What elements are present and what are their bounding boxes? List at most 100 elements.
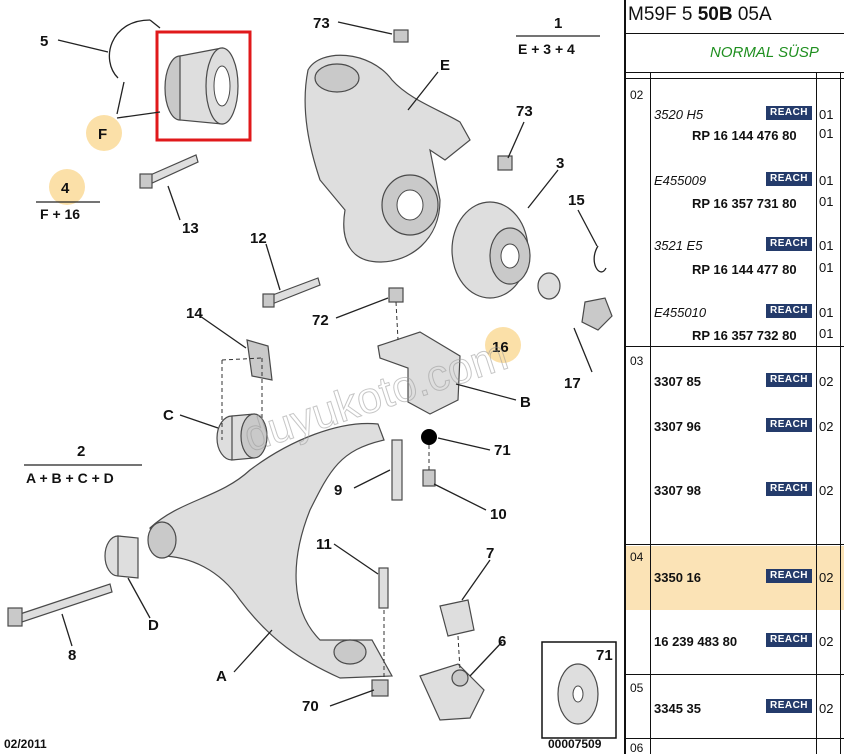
quantity: 01: [819, 260, 834, 275]
quantity: 01: [819, 194, 834, 209]
part-number[interactable]: 3345 35: [654, 701, 701, 716]
reference: 3520 H5: [654, 107, 704, 122]
callout-7: 7: [486, 545, 494, 562]
split-pin-15: [593, 245, 607, 273]
mounting-bracket: [377, 331, 461, 415]
callout-17: 17: [564, 375, 581, 392]
reach-badge[interactable]: REACH: [766, 304, 812, 318]
lower-control-arm: [149, 422, 393, 679]
reference: E455009: [654, 173, 707, 188]
callout-e: E: [440, 57, 450, 74]
screw-11: [378, 567, 389, 609]
group-number: 05: [630, 681, 644, 695]
nut-17: [581, 297, 613, 331]
group-2-formula: A + B + C + D: [26, 470, 114, 486]
nut-10: [422, 469, 436, 487]
reach-badge[interactable]: REACH: [766, 373, 812, 387]
ball-joint-6: [419, 663, 485, 721]
bearing-highlight-box: [155, 30, 252, 142]
quantity: 02: [819, 570, 834, 585]
quantity: 02: [819, 701, 834, 716]
nut-73-right: [497, 155, 513, 171]
reach-badge[interactable]: REACH: [766, 633, 812, 647]
inset-label: 71: [596, 647, 613, 664]
callout-16-highlight: [485, 327, 521, 363]
panel-subtitle: NORMAL SÜSP: [710, 44, 819, 61]
callout-4: 4: [61, 180, 70, 197]
quantity: 02: [819, 634, 834, 649]
callout-a: A: [216, 668, 227, 685]
quantity: 01: [819, 326, 834, 341]
screw-13: [147, 154, 199, 185]
reach-badge[interactable]: REACH: [766, 482, 812, 496]
quantity: 01: [819, 126, 834, 141]
reach-badge[interactable]: REACH: [766, 569, 812, 583]
callout-70: 70: [302, 698, 319, 715]
screw-8: [19, 583, 113, 623]
reach-badge[interactable]: REACH: [766, 106, 812, 120]
group-4-formula: F + 16: [40, 206, 80, 222]
callout-9: 9: [334, 482, 342, 499]
callout-12: 12: [250, 230, 267, 247]
callout-6: 6: [498, 633, 506, 650]
callout-71: 71: [494, 442, 511, 459]
circlip: [108, 19, 151, 79]
callout-13: 13: [182, 220, 199, 237]
nut-73-top: [393, 29, 409, 43]
part-number[interactable]: 3350 16: [654, 570, 701, 585]
callout-72: 72: [312, 312, 329, 329]
nut-72: [388, 287, 404, 303]
callout-c: C: [163, 407, 174, 424]
callout-73-top: 73: [313, 15, 330, 32]
panel-title: M59F 5 50B 05A: [628, 4, 772, 25]
part-number[interactable]: RP 16 144 476 80: [692, 128, 797, 143]
callout-11: 11: [316, 536, 332, 553]
reference: E455010: [654, 305, 707, 320]
part-number[interactable]: RP 16 357 732 80: [692, 328, 797, 343]
exploded-suspension-diagram: 71 5 F 73 E 1 E + 3 + 4 73 3 15 4 F + 16…: [4, 15, 617, 751]
rubber-boot-7: [439, 599, 475, 637]
panel-divider: [624, 0, 626, 754]
part-number[interactable]: 3307 96: [654, 419, 701, 434]
callout-f-highlight: [86, 115, 122, 151]
callout-2: 2: [77, 443, 85, 460]
part-number[interactable]: RP 16 144 477 80: [692, 262, 797, 277]
quantity: 02: [819, 419, 834, 434]
quantity: 01: [819, 238, 834, 253]
quantity: 01: [819, 107, 834, 122]
reference: 3521 E5: [654, 238, 703, 253]
diagram-code: 00007509: [548, 737, 602, 751]
callout-4-highlight: [49, 169, 85, 205]
callout-14: 14: [186, 305, 203, 322]
ball-71: [421, 429, 437, 445]
reach-badge[interactable]: REACH: [766, 172, 812, 186]
callout-3: 3: [556, 155, 564, 172]
callout-b: B: [520, 394, 531, 411]
callout-5: 5: [40, 33, 48, 50]
group-number: 02: [630, 88, 644, 102]
quantity: 02: [819, 374, 834, 389]
part-number[interactable]: 3307 98: [654, 483, 701, 498]
group-number: 03: [630, 354, 644, 368]
reach-badge[interactable]: REACH: [766, 418, 812, 432]
part-number[interactable]: RP 16 357 731 80: [692, 196, 797, 211]
callout-d: D: [148, 617, 159, 634]
callout-1: 1: [554, 15, 562, 32]
quantity: 01: [819, 305, 834, 320]
callout-10: 10: [490, 506, 507, 523]
washer-16: [537, 272, 561, 300]
part-number[interactable]: 16 239 483 80: [654, 634, 738, 649]
reach-badge[interactable]: REACH: [766, 237, 812, 251]
nut-70: [371, 679, 389, 697]
reach-badge[interactable]: REACH: [766, 699, 812, 713]
parts-list-panel: M59F 5 50B 05A NORMAL SÜSP 02 3520 H5 RE…: [626, 0, 844, 755]
group-number: 06: [630, 741, 644, 755]
callout-f: F: [98, 126, 107, 143]
bolt-9: [391, 439, 403, 501]
group-number: 04: [630, 550, 644, 564]
quantity: 01: [819, 173, 834, 188]
callout-15: 15: [568, 192, 585, 209]
quantity: 02: [819, 483, 834, 498]
part-number[interactable]: 3307 85: [654, 374, 701, 389]
callout-16: 16: [492, 339, 509, 356]
